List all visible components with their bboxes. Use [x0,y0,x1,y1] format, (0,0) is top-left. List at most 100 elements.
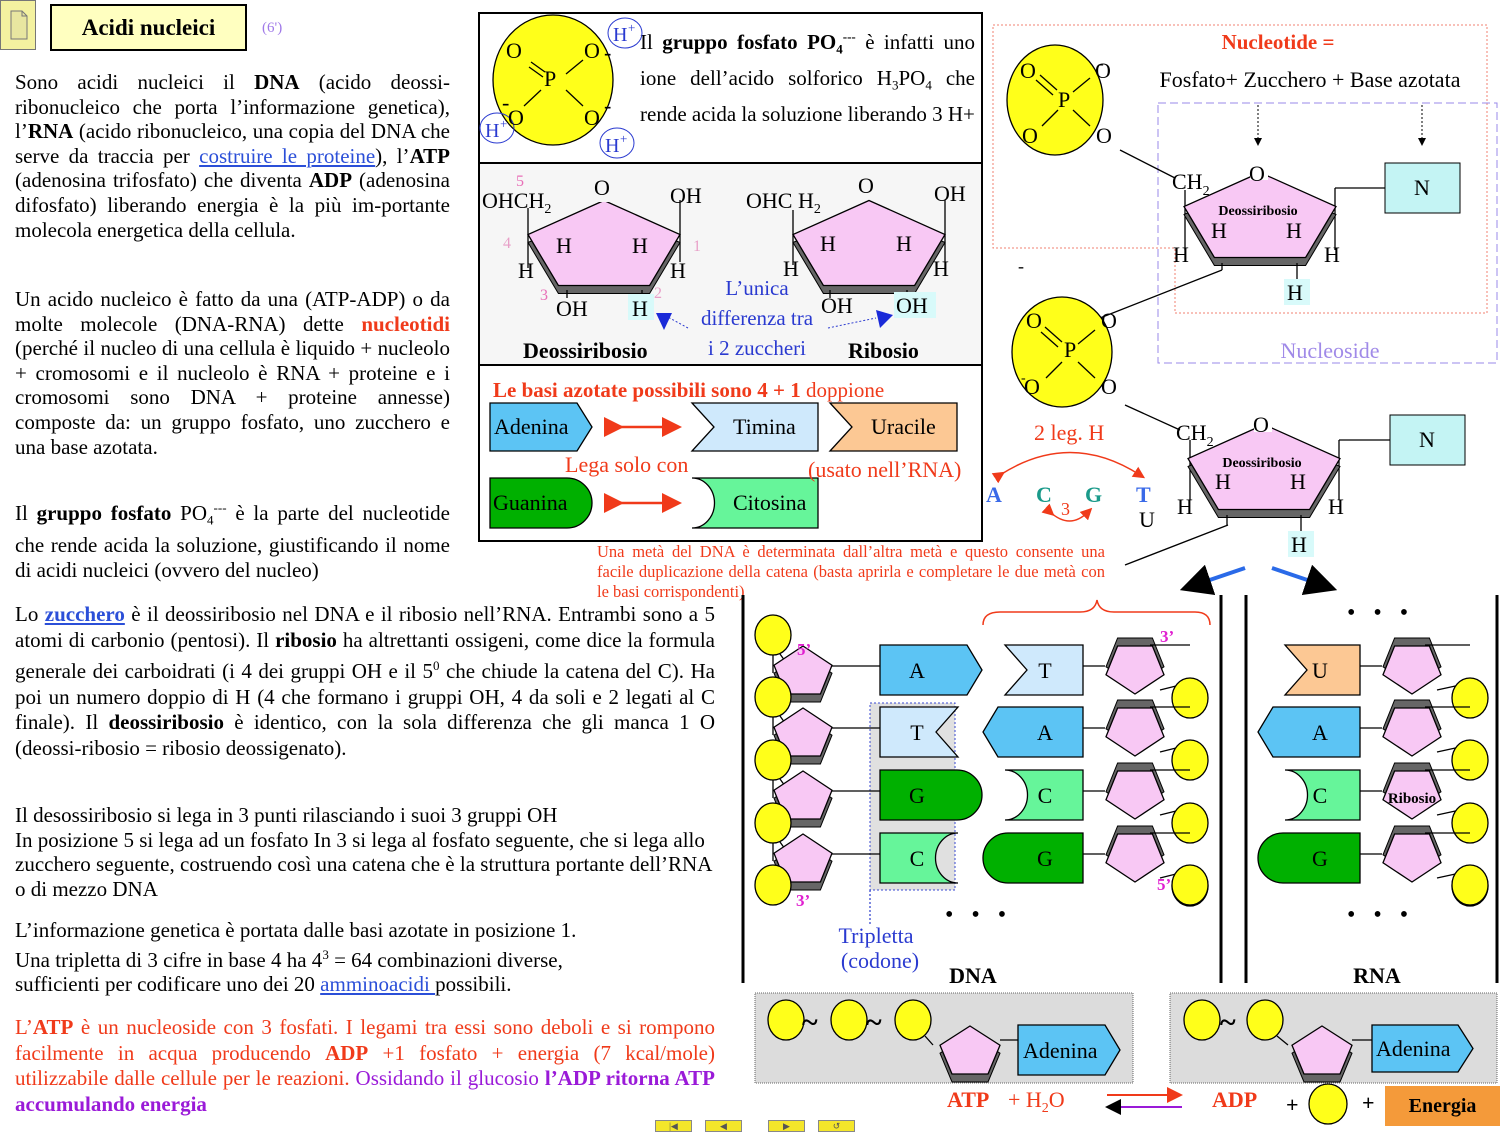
phosphate-circle [1171,802,1209,844]
svg-text:O: O [1022,123,1038,148]
svg-text:Guanina: Guanina [493,490,568,515]
base-letter: U [1312,658,1328,683]
svg-text:O: O [1101,374,1117,399]
phosphate-circle [1183,999,1221,1041]
text-segment: Sono acidi nucleici il [15,70,255,94]
base-letter: G [1037,846,1053,871]
svg-text:Fosfato+ Zucchero + Base azot: Fosfato+ Zucchero + Base azotata [1160,67,1461,92]
svg-text:RNA: RNA [1353,963,1401,988]
atp-labels: ~ ~ ~ Adenina Adenina ATP + H2O ADP + + [802,1006,1451,1117]
phosphate-circle [1171,677,1209,719]
text-segment: è identico, con la sola differenza che g… [15,710,716,760]
text-segment: Il [15,500,37,525]
text-link[interactable]: costruire le proteine [199,143,376,168]
hydrogen-ion-circle [607,17,643,49]
svg-text:H: H [556,233,572,258]
bond-line [528,66,544,78]
base-A [879,644,983,696]
base-C [691,477,819,529]
base-G [879,769,983,821]
phosphate-circle [1451,739,1489,781]
text-segment: è infatti uno ione dell’acido solforico … [640,29,975,90]
deoxyribose-pentagon [527,199,681,287]
text-segment: --- [842,29,856,44]
energy-label: Energia [1385,1086,1500,1126]
next-slide-icon: ▶ [783,1121,790,1131]
svg-text:+: + [1362,1090,1375,1115]
svg-text:• • •: • • • [1347,902,1414,928]
svg-text:3’: 3’ [796,891,810,910]
next-slide-button[interactable]: ▶ [768,1120,805,1132]
text-segment: Una tripletta di 3 cifre in base 4 ha 4 [15,947,323,972]
charge: - [502,90,509,115]
base-C [1004,769,1084,821]
svg-text:+: + [500,116,507,131]
ribose-name: Ribosio [848,338,919,363]
base-pairing-labels: 2 leg. H A C 3 G T U [986,420,1155,532]
base-T [879,706,960,758]
hbond-arrow [1041,503,1093,522]
svg-text:ATP: ATP [947,1087,989,1112]
text-segment: L’ [15,1015,33,1039]
phosphate-circle [1451,802,1489,844]
return-button[interactable]: ↺ [818,1120,855,1132]
phosphate-circle [1006,44,1104,156]
text-link[interactable]: zucchero [44,602,125,626]
ribose-pentagon [792,199,946,287]
text-segment: 3 [322,946,329,962]
text-segment: è la parte del nucleotide che rende acid… [15,500,450,582]
nucleotide-paragraph: Un acido nucleico è fatto da una (ATP-AD… [15,287,450,459]
text-segment: = 64 combinazioni diverse, [328,947,563,972]
svg-text:Lega solo con: Lega solo con [565,452,688,477]
sugar-pentagon [1382,770,1442,820]
bond-line [1077,329,1096,345]
sugar-pentagon [1105,645,1165,695]
text-segment: possibili. [435,971,512,996]
return-icon: ↺ [832,1121,841,1131]
hbond-arrow [991,451,1146,484]
text-segment: Il desossiribosio si lega in 3 punti ril… [15,803,558,827]
text-segment: ), l’ [375,143,410,168]
text-link[interactable]: amminoacidi [320,971,436,996]
base-letter: A [1312,720,1328,745]
phosphate-circle [1308,1083,1348,1125]
text-segment: (acido deossi-ribonucleico che porta l’i… [15,70,450,144]
text-segment: gruppo fosfato PO [662,29,837,54]
phosphate-circle [1171,739,1209,781]
svg-text:T: T [1136,482,1151,507]
sugar-pentagon [1382,645,1442,695]
base-letter: G [909,783,925,808]
text-segment: 4 [207,512,214,528]
text-segment: sufficienti per codificare uno dei 20 [15,971,321,996]
svg-text:H: H [1173,242,1189,267]
svg-text:H: H [518,258,534,283]
svg-text:Citosina: Citosina [733,490,807,515]
svg-text:L’unica: L’unica [725,276,789,300]
document-button[interactable] [0,0,36,50]
svg-text:3: 3 [1061,499,1070,519]
text-segment: (adenosina difosfato) liberando energia … [15,168,450,242]
svg-text:O: O [1101,308,1117,333]
svg-text:~: ~ [866,1006,882,1039]
phosphate-circle [830,999,868,1041]
base-letter: T [910,720,924,745]
text-segment: ADP [308,168,353,193]
first-slide-button[interactable]: |◀ [655,1120,692,1132]
deoxyribose-labels: 5 OHCH2 O OH 4 H H 1 H H 3 OH H 2 Deossi… [482,173,702,363]
phosphate-paragraph: Il gruppo fosfato PO4--- è la parte del … [15,496,450,582]
nucleotide-frame [992,24,1488,314]
svg-text:OH: OH [934,181,966,206]
svg-text:-: - [1021,371,1026,386]
text-segment: che chiude la catena del C). Ha poi un n… [15,658,715,735]
svg-text:2 leg. H: 2 leg. H [1034,420,1104,445]
base-n-box [1384,162,1461,214]
phosphate-circle [894,999,932,1041]
previous-slide-button[interactable]: ◀ [705,1120,742,1132]
text-segment: Il [640,29,663,54]
deoxyribose-name: Deossiribosio [523,338,648,363]
svg-text:A: A [986,482,1002,507]
svg-text:H: H [1290,469,1306,494]
bond-line [1039,74,1058,91]
svg-text:Nucleoside: Nucleoside [1281,338,1380,363]
svg-text:H: H [632,233,648,258]
